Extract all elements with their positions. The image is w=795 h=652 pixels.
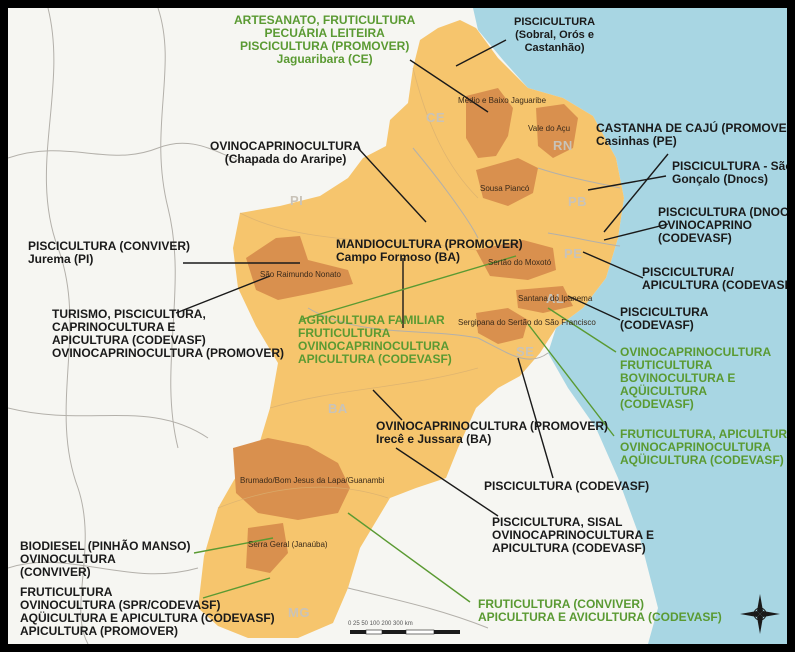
territory-brumado	[233, 438, 350, 520]
annotation-piscicultura-dnocs: PISCICULTURA (DNOCS)OVINOCAPRINO(CODEVAS…	[658, 205, 787, 245]
territory-sao-raimundo	[246, 236, 353, 300]
compass-rose-icon	[740, 594, 780, 634]
semiarid-map: CE RN PB PE AL SE BA PI MG Médio e Baixo…	[8, 8, 787, 644]
territory-name: Serra Geral (Janaúba)	[248, 540, 328, 549]
map-graphic	[8, 8, 787, 644]
annotation-piscicultura-apicultura: PISCICULTURA/APICULTURA (CODEVASF)	[642, 265, 787, 292]
annotation-ovino-araripe: OVINOCAPRINOCULTURA(Chapada do Araripe)	[210, 139, 362, 166]
state-label: PI	[290, 193, 304, 208]
annotation-ovino-irece: OVINOCAPRINOCULTURA (PROMOVER)Irecê e Ju…	[376, 419, 608, 446]
scale-bar	[350, 629, 460, 635]
state-label: PB	[568, 194, 588, 209]
state-label: SE	[516, 344, 535, 359]
state-label: AL	[546, 291, 565, 306]
state-label: MG	[288, 605, 310, 620]
annotation-mandiocultura: MANDIOCULTURA (PROMOVER)Campo Formoso (B…	[336, 237, 523, 264]
territory-sergipana	[476, 308, 528, 344]
territory-name: Brumado/Bom Jesus da Lapa/Guanambi	[240, 476, 385, 485]
territory-moxoto	[476, 240, 556, 280]
annotation-piscicultura-conviver: PISCICULTURA (CONVIVER)Jurema (PI)	[28, 239, 190, 266]
scale-label: 0 25 50 100 200 300 km	[348, 621, 413, 627]
territory-name: Santana do Ipanema	[518, 294, 593, 303]
territory-name: Sergipana do Sertão do São Francisco	[458, 318, 596, 327]
annotation-castanha: CASTANHA DE CAJÚ (PROMOVER)Casinhas (PE)	[596, 121, 787, 148]
territory-acu	[536, 104, 578, 158]
ocean	[473, 8, 787, 644]
territory-name: Sousa Piancó	[480, 184, 530, 193]
state-label: BA	[328, 401, 348, 416]
territory-ipanema	[516, 286, 573, 313]
annotation-piscicultura-codevasf-1: PISCICULTURA(CODEVASF)	[620, 305, 709, 332]
annotation-piscicultura-codevasf-2: PISCICULTURA (CODEVASF)	[484, 479, 650, 493]
territory-name: Sertão do Moxotó	[488, 258, 552, 267]
state-label: PE	[564, 246, 583, 261]
territory-name: Vale do Açu	[528, 124, 571, 133]
territory-name: Médio e Baixo Jaguaribe	[458, 96, 547, 105]
territory-sousa	[476, 158, 538, 206]
territory-name: São Raimundo Nonato	[260, 270, 341, 279]
state-label: RN	[553, 138, 573, 153]
annotation-biodiesel: BIODIESEL (PINHÃO MANSO)OVINOCULTURA(CON…	[20, 539, 191, 579]
annotation-fruticultura-conviver: FRUTICULTURA (CONVIVER)APICULTURA E AVIC…	[478, 597, 722, 624]
state-label: CE	[426, 110, 446, 125]
territory-serra-geral	[246, 523, 288, 573]
